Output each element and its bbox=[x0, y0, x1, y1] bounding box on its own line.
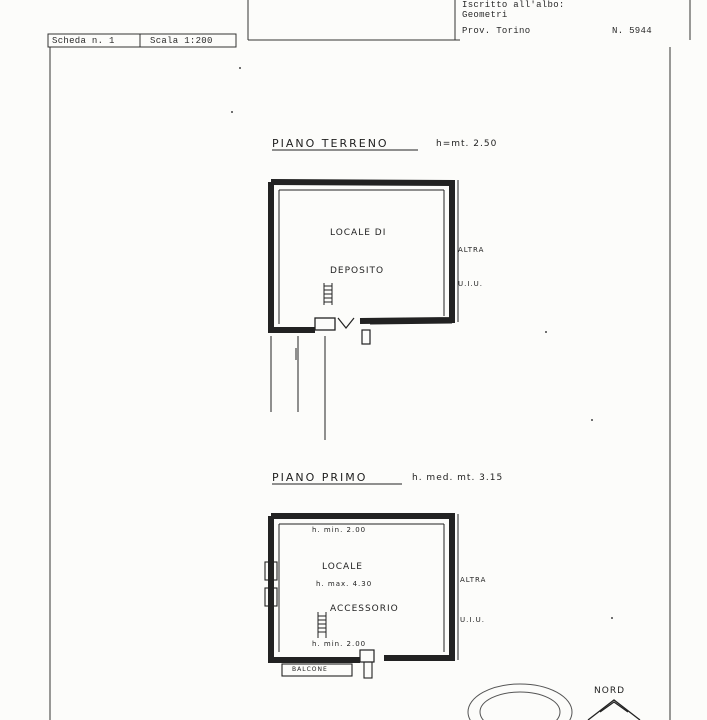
province-label: Prov. Torino bbox=[462, 26, 531, 36]
scheda-label: Scheda n. 1 bbox=[52, 36, 115, 46]
notary-stamp bbox=[467, 683, 573, 720]
first-neighbor-sub: U.I.U. bbox=[460, 616, 485, 624]
first-floor-height: h. med. mt. 3.15 bbox=[412, 473, 504, 483]
ground-room-label-line2: DEPOSITO bbox=[330, 266, 385, 276]
first-floor-title: PIANO PRIMO bbox=[272, 471, 368, 484]
north-compass bbox=[587, 699, 641, 720]
first-floor-plan bbox=[264, 513, 459, 679]
ground-neighbor-sub: U.I.U. bbox=[458, 280, 483, 288]
scale-label: Scala 1:200 bbox=[150, 36, 213, 46]
ground-floor-plan bbox=[268, 179, 459, 440]
registry-category: Geometri bbox=[462, 10, 508, 20]
first-neighbor-label: ALTRA bbox=[460, 576, 487, 584]
compass-label: NORD bbox=[594, 686, 625, 696]
first-hmin-top: h. min. 2.00 bbox=[312, 526, 367, 534]
first-room-label-line2: ACCESSORIO bbox=[330, 604, 399, 614]
ground-floor-title: PIANO TERRENO bbox=[272, 137, 389, 150]
ground-room-label-line1: LOCALE DI bbox=[330, 228, 387, 238]
ground-floor-height: h=mt. 2.50 bbox=[436, 139, 498, 149]
balcony-label: BALCONE bbox=[292, 666, 328, 673]
registry-label: Iscritto all'albo: bbox=[462, 0, 565, 10]
ground-neighbor-label: ALTRA bbox=[458, 246, 485, 254]
registry-number: N. 5944 bbox=[612, 26, 652, 36]
first-hmax: h. max. 4.30 bbox=[316, 580, 373, 588]
first-hmin-bottom: h. min. 2.00 bbox=[312, 640, 367, 648]
first-room-label-line1: LOCALE bbox=[322, 562, 363, 572]
